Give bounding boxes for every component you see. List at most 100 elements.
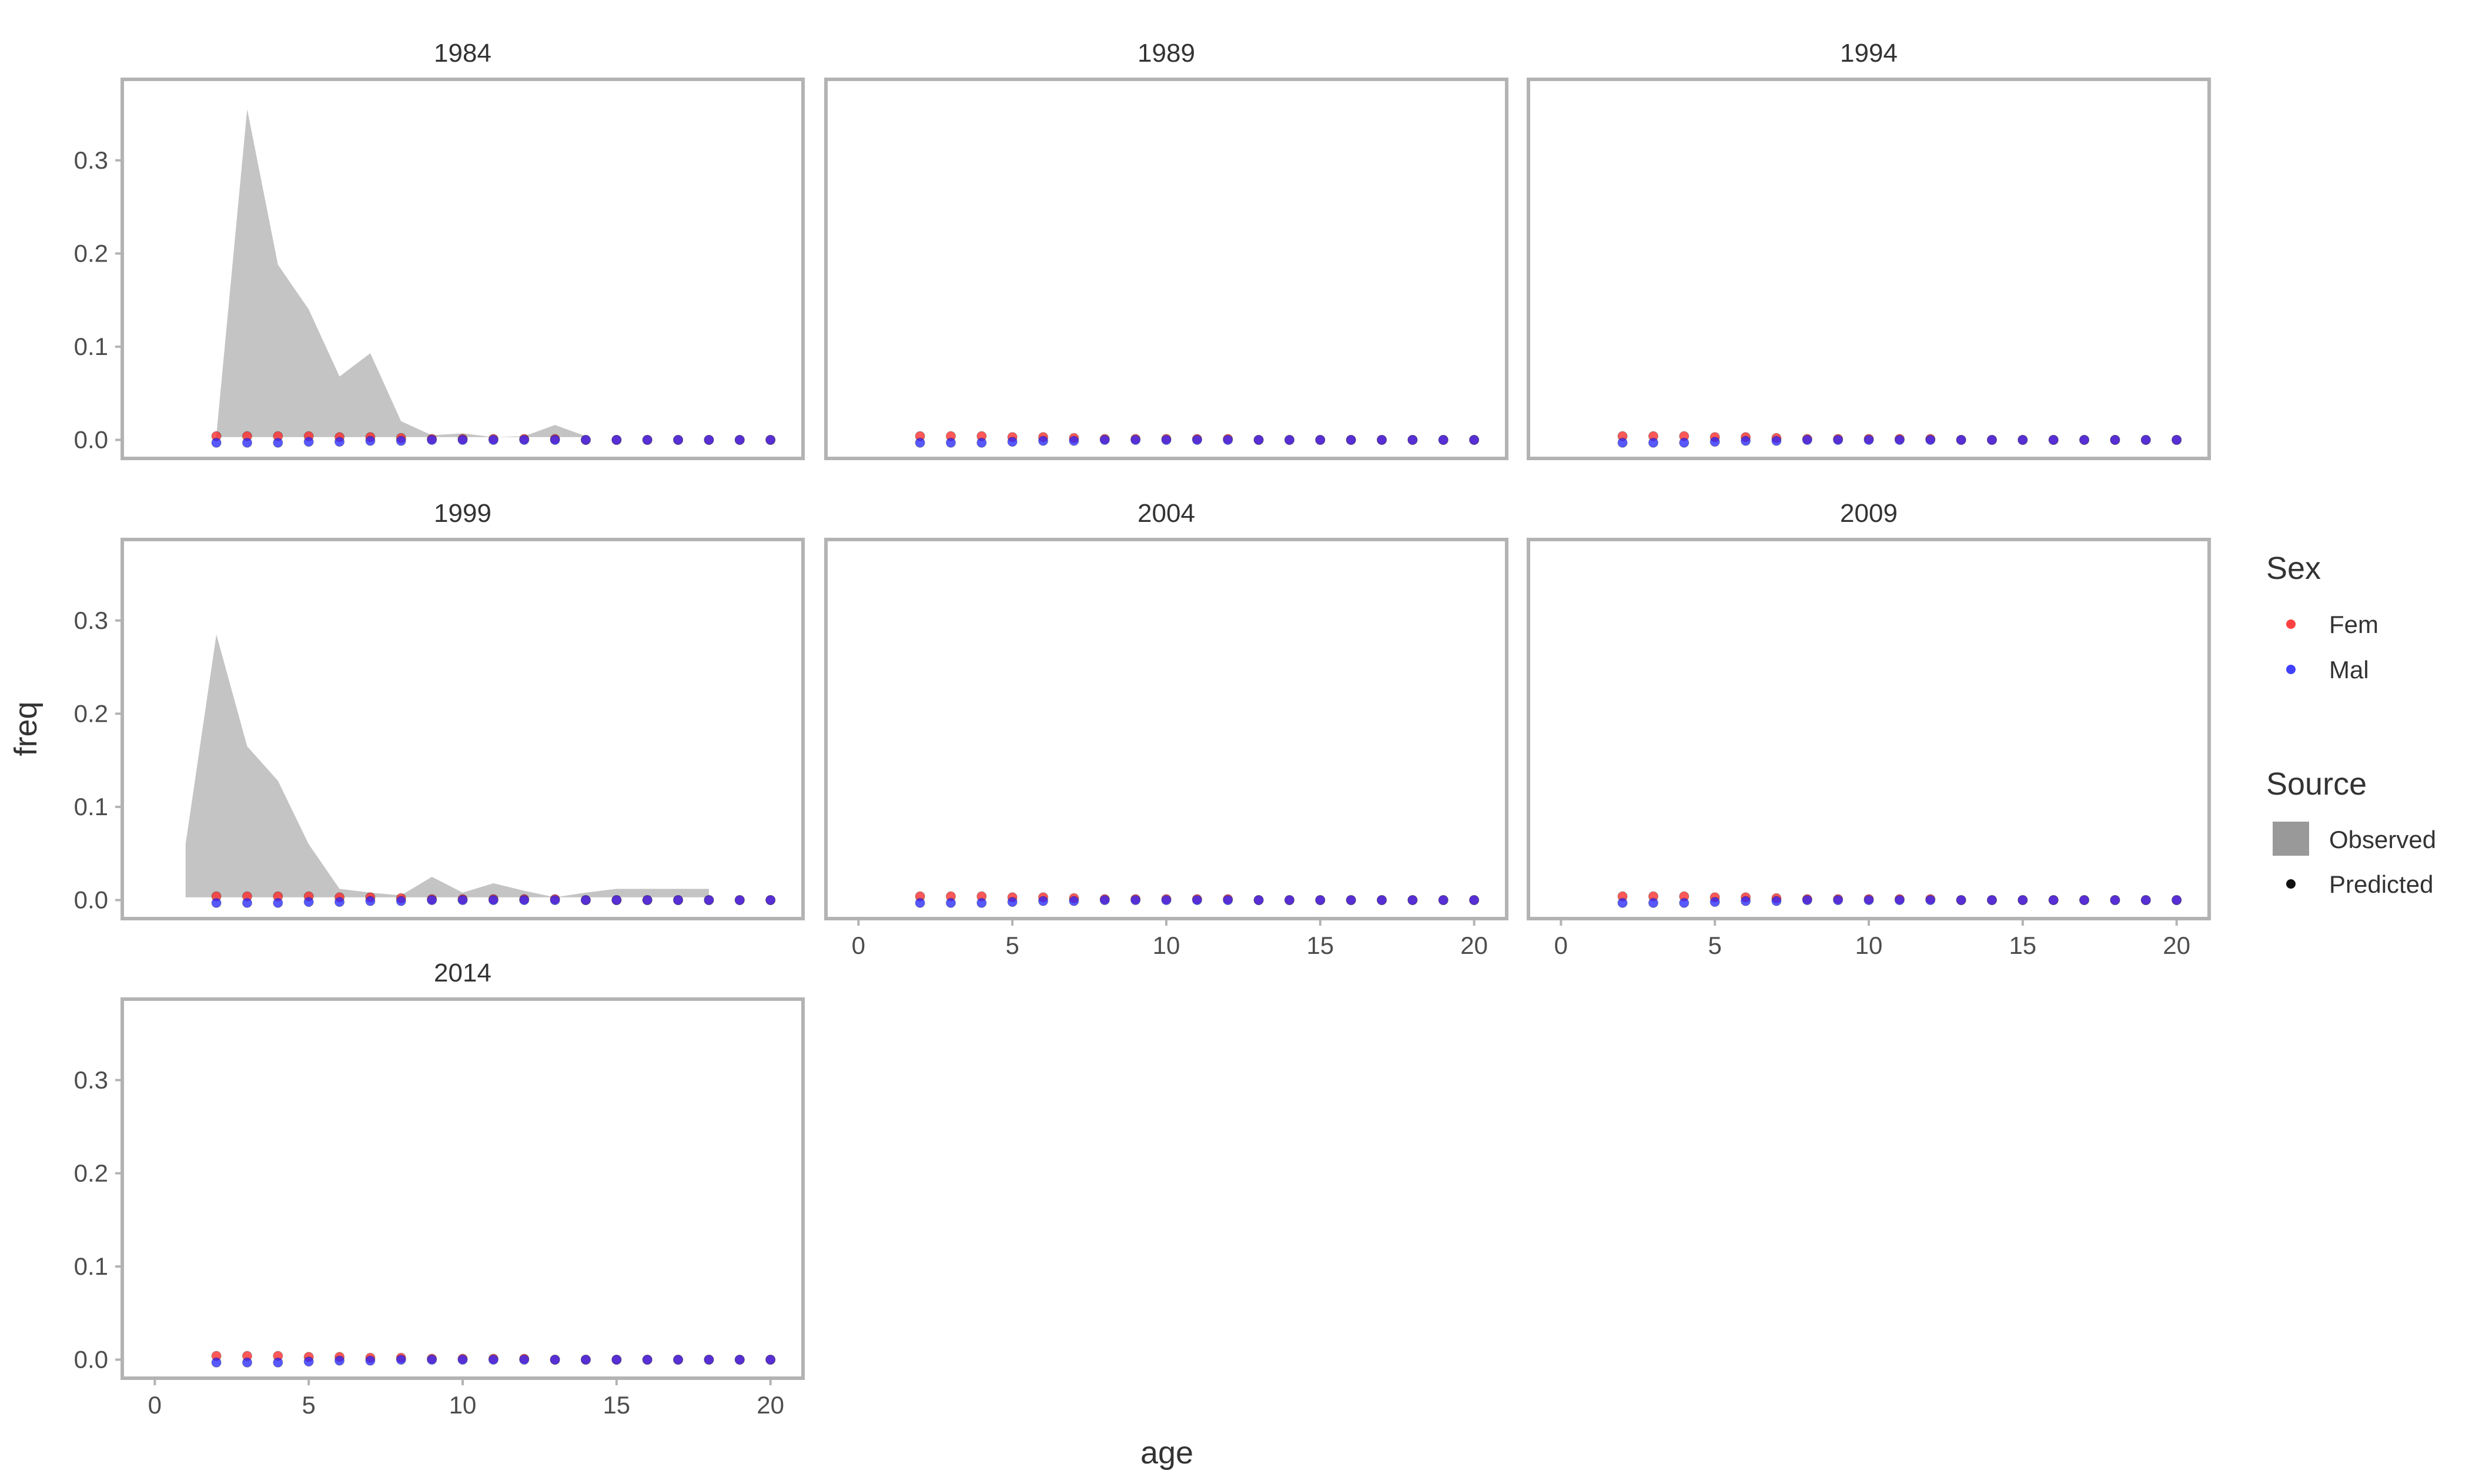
predicted-mal-point bbox=[365, 1355, 376, 1366]
predicted-mal-point bbox=[457, 434, 468, 445]
predicted-mal-point bbox=[1007, 897, 1018, 907]
x-tick-label: 15 bbox=[2009, 932, 2036, 959]
predicted-mal-point bbox=[1833, 434, 1844, 445]
predicted-mal-point bbox=[242, 437, 252, 448]
observed-area bbox=[185, 634, 709, 897]
predicted-mal-point bbox=[734, 434, 745, 445]
predicted-mal-point bbox=[765, 434, 776, 445]
y-axis-title: freq bbox=[8, 701, 44, 756]
predicted-mal-point bbox=[1069, 896, 1079, 906]
y-tick-label: 0.3 bbox=[74, 607, 108, 634]
y-tick-label: 0.2 bbox=[74, 699, 108, 727]
predicted-mal-point bbox=[945, 897, 956, 908]
predicted-mal-point bbox=[273, 897, 283, 908]
predicted-mal-point bbox=[1099, 895, 1110, 905]
predicted-mal-point bbox=[427, 895, 437, 905]
predicted-mal-point bbox=[2018, 434, 2028, 445]
predicted-mal-point bbox=[519, 895, 530, 905]
predicted-mal-point bbox=[765, 1354, 776, 1365]
predicted-mal-point bbox=[550, 895, 560, 905]
predicted-mal-point bbox=[1709, 437, 1720, 447]
predicted-mal-point bbox=[1956, 895, 1966, 905]
panel-1994: 1994 bbox=[1527, 39, 2211, 460]
predicted-mal-point bbox=[396, 436, 406, 446]
predicted-mal-point bbox=[1741, 436, 1751, 446]
x-tick-label: 0 bbox=[1554, 932, 1568, 959]
predicted-mal-point bbox=[1679, 897, 1690, 908]
x-tick-label: 15 bbox=[1306, 932, 1334, 959]
predicted-mal-point bbox=[2140, 895, 2151, 905]
predicted-mal-point bbox=[242, 1357, 252, 1368]
predicted-mal-point bbox=[211, 897, 222, 908]
predicted-mal-point bbox=[1130, 434, 1141, 445]
y-tick-label: 0.2 bbox=[74, 239, 108, 267]
predicted-mal-point bbox=[1284, 434, 1294, 445]
predicted-mal-point bbox=[2140, 434, 2151, 445]
y-tick-label: 0.1 bbox=[74, 793, 108, 820]
legend-mal-label: Mal bbox=[2329, 656, 2369, 684]
predicted-mal-point bbox=[2172, 895, 2182, 905]
predicted-mal-point bbox=[2079, 434, 2090, 445]
predicted-mal-point bbox=[976, 897, 987, 908]
predicted-mal-point bbox=[611, 434, 622, 445]
predicted-mal-point bbox=[1741, 896, 1751, 906]
legend-sex-title: Sex bbox=[2266, 551, 2321, 586]
panel-title: 2009 bbox=[1840, 499, 1898, 528]
predicted-mal-point bbox=[550, 434, 560, 445]
x-tick-label: 20 bbox=[2163, 932, 2190, 959]
legend-predicted-swatch bbox=[2286, 879, 2296, 889]
predicted-mal-point bbox=[1192, 895, 1202, 905]
legend-fem-swatch bbox=[2286, 619, 2296, 629]
predicted-mal-point bbox=[1648, 437, 1658, 448]
predicted-mal-point bbox=[303, 1356, 314, 1367]
x-tick-label: 5 bbox=[1006, 932, 1019, 959]
panel-border bbox=[121, 538, 805, 920]
predicted-mal-point bbox=[519, 434, 530, 445]
predicted-mal-point bbox=[915, 897, 925, 908]
predicted-mal-point bbox=[642, 434, 653, 445]
predicted-mal-point bbox=[1377, 434, 1387, 445]
legend: Sex Fem Mal Source Observed Predicted bbox=[2266, 551, 2436, 898]
predicted-mal-point bbox=[457, 895, 468, 905]
predicted-mal-point bbox=[1925, 895, 1936, 905]
panel-border bbox=[824, 78, 1508, 460]
predicted-mal-point bbox=[765, 895, 776, 905]
predicted-mal-point bbox=[1377, 895, 1387, 905]
predicted-mal-point bbox=[580, 434, 591, 445]
predicted-mal-point bbox=[1223, 895, 1233, 905]
predicted-mal-point bbox=[734, 895, 745, 905]
predicted-mal-point bbox=[1771, 896, 1782, 906]
observed-area bbox=[216, 109, 586, 437]
predicted-mal-point bbox=[1469, 434, 1480, 445]
y-tick-label: 0.1 bbox=[74, 333, 108, 360]
predicted-mal-point bbox=[1802, 895, 1812, 905]
x-axis-title: age bbox=[1140, 1435, 1193, 1470]
legend-source-title: Source bbox=[2266, 766, 2367, 802]
predicted-mal-point bbox=[1709, 897, 1720, 907]
x-tick-label: 10 bbox=[449, 1391, 477, 1419]
predicted-mal-point bbox=[303, 437, 314, 447]
x-tick-label: 15 bbox=[603, 1391, 630, 1419]
predicted-mal-point bbox=[1038, 896, 1049, 906]
predicted-mal-point bbox=[396, 1354, 406, 1365]
predicted-mal-point bbox=[611, 895, 622, 905]
predicted-mal-point bbox=[1253, 434, 1264, 445]
predicted-mal-point bbox=[1833, 895, 1844, 905]
predicted-mal-point bbox=[1986, 434, 1997, 445]
predicted-mal-point bbox=[273, 1357, 283, 1368]
predicted-mal-point bbox=[1407, 434, 1418, 445]
predicted-mal-point bbox=[976, 437, 987, 448]
panel-title: 1989 bbox=[1138, 39, 1195, 68]
legend-observed-swatch bbox=[2273, 822, 2309, 856]
predicted-mal-point bbox=[1771, 436, 1782, 446]
predicted-mal-point bbox=[1038, 436, 1049, 446]
x-tick-label: 0 bbox=[852, 932, 865, 959]
predicted-mal-point bbox=[2048, 434, 2059, 445]
predicted-mal-point bbox=[1802, 434, 1812, 445]
predicted-mal-point bbox=[1284, 895, 1294, 905]
predicted-mal-point bbox=[704, 895, 714, 905]
